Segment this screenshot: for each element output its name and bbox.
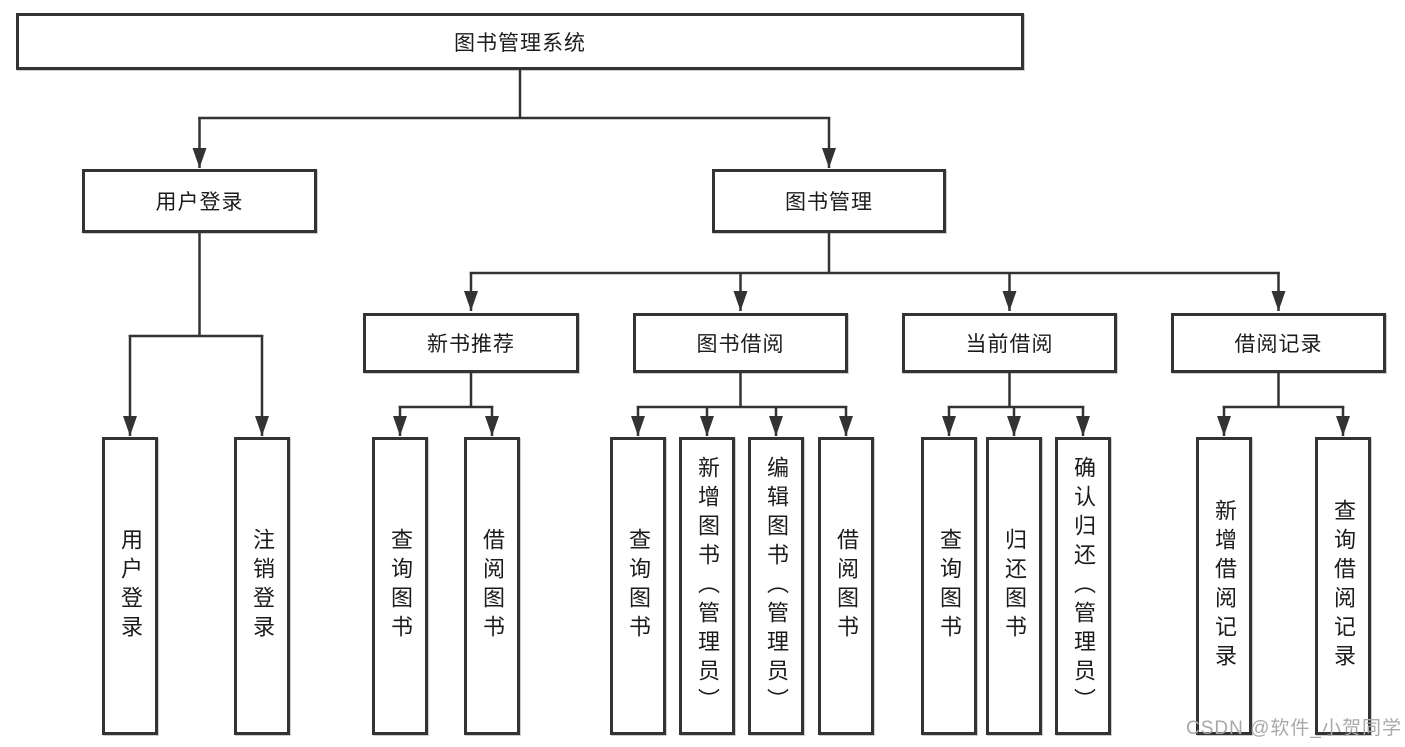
node-query-books-current: 查询图书	[921, 437, 977, 735]
connector-book-borrow-branch	[631, 373, 853, 436]
node-borrow-books-recommend: 借阅图书	[464, 437, 520, 735]
node-edit-books-admin: 编辑图书（管理员）	[748, 437, 804, 735]
connector-new-book-recommend-branch	[393, 373, 499, 436]
node-book-management: 图书管理	[712, 169, 946, 233]
node-add-borrow-record: 新增借阅记录	[1196, 437, 1252, 735]
node-borrow-records: 借阅记录	[1171, 313, 1386, 373]
node-current-borrow: 当前借阅	[902, 313, 1117, 373]
node-borrow-books-action: 借阅图书	[818, 437, 874, 735]
node-book-borrow: 图书借阅	[633, 313, 848, 373]
node-user-login: 用户登录	[82, 169, 317, 233]
node-user-login-action: 用户登录	[102, 437, 158, 735]
node-query-books-borrow: 查询图书	[610, 437, 666, 735]
node-new-book-recommend: 新书推荐	[363, 313, 579, 373]
connector-book-management-branch	[464, 233, 1286, 311]
connector-user-login-branch	[123, 233, 269, 436]
node-add-books-admin: 新增图书（管理员）	[679, 437, 735, 735]
node-query-books-recommend: 查询图书	[372, 437, 428, 735]
node-library-management-system: 图书管理系统	[16, 13, 1024, 70]
connector-borrow-records-branch	[1217, 373, 1350, 436]
connector-root-to-level2	[192, 70, 836, 168]
node-confirm-return-admin: 确认归还（管理员）	[1055, 437, 1111, 735]
node-query-borrow-record: 查询借阅记录	[1315, 437, 1371, 735]
node-logout-action: 注销登录	[234, 437, 290, 735]
csdn-watermark: CSDN @软件_小贺同学	[1186, 718, 1402, 739]
node-return-books: 归还图书	[986, 437, 1042, 735]
connector-current-borrow-branch	[942, 373, 1090, 436]
